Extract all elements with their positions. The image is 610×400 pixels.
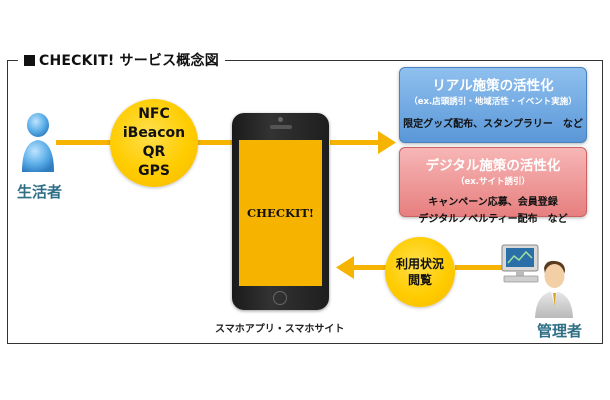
title-text: CHECKIT! サービス概念図 — [39, 53, 219, 69]
phone-screen: CHECKIT! — [239, 140, 322, 286]
tech-gps: GPS — [138, 163, 170, 179]
phone-caption: スマホアプリ・スマホサイト — [215, 324, 345, 335]
digital-activation-heading: デジタル施策の活性化 — [425, 158, 561, 174]
arrow-computer-to-view — [455, 265, 502, 270]
arrow-manager-to-phone — [336, 256, 386, 279]
digital-activation-detail-2: デジタルノベルティー配布 など — [418, 214, 568, 225]
arrow-tech-to-phone — [196, 140, 232, 145]
digital-activation-examples: （ex.サイト誘引） — [456, 177, 530, 187]
square-bullet-icon — [24, 55, 35, 66]
browse-text: 閲覧 — [407, 273, 432, 287]
computer-icon — [501, 244, 539, 283]
home-button-icon — [273, 291, 287, 305]
tech-nfc: NFC — [138, 106, 170, 122]
usage-status-text: 利用状況 — [395, 257, 444, 271]
digital-activation-detail-1: キャンペーン応募、会員登録 — [428, 197, 558, 208]
person-icon — [22, 113, 54, 172]
real-activation-heading: リアル施策の活性化 — [432, 78, 554, 94]
person-at-computer-icon — [535, 260, 573, 318]
smartphone: CHECKIT! — [232, 113, 329, 310]
consumer-label: 生活者 — [17, 183, 63, 201]
real-activation-detail: 限定グッズ配布、スタンプラリー など — [403, 119, 583, 130]
diagram-frame — [7, 60, 603, 344]
tech-qr: QR — [142, 144, 166, 160]
real-activation-examples: （ex.店頭誘引・地域活性・イベント実施） — [409, 97, 577, 107]
phone-screen-text: CHECKIT! — [247, 206, 314, 220]
real-activation-box: リアル施策の活性化 （ex.店頭誘引・地域活性・イベント実施） 限定グッズ配布、… — [399, 67, 587, 143]
usage-view-circle: 利用状況 閲覧 — [385, 237, 455, 307]
digital-activation-box: デジタル施策の活性化 （ex.サイト誘引） キャンペーン応募、会員登録 デジタル… — [399, 147, 587, 225]
tech-circle: NFC iBeacon QR GPS — [110, 99, 198, 187]
arrow-phone-to-boxes — [330, 131, 396, 154]
diagram-title: CHECKIT! サービス概念図 — [18, 50, 225, 70]
camera-icon — [278, 117, 283, 122]
arrow-consumer-to-tech — [56, 140, 111, 145]
tech-ibeacon: iBeacon — [122, 125, 186, 141]
speaker-icon — [270, 125, 292, 129]
manager-label: 管理者 — [537, 322, 583, 340]
